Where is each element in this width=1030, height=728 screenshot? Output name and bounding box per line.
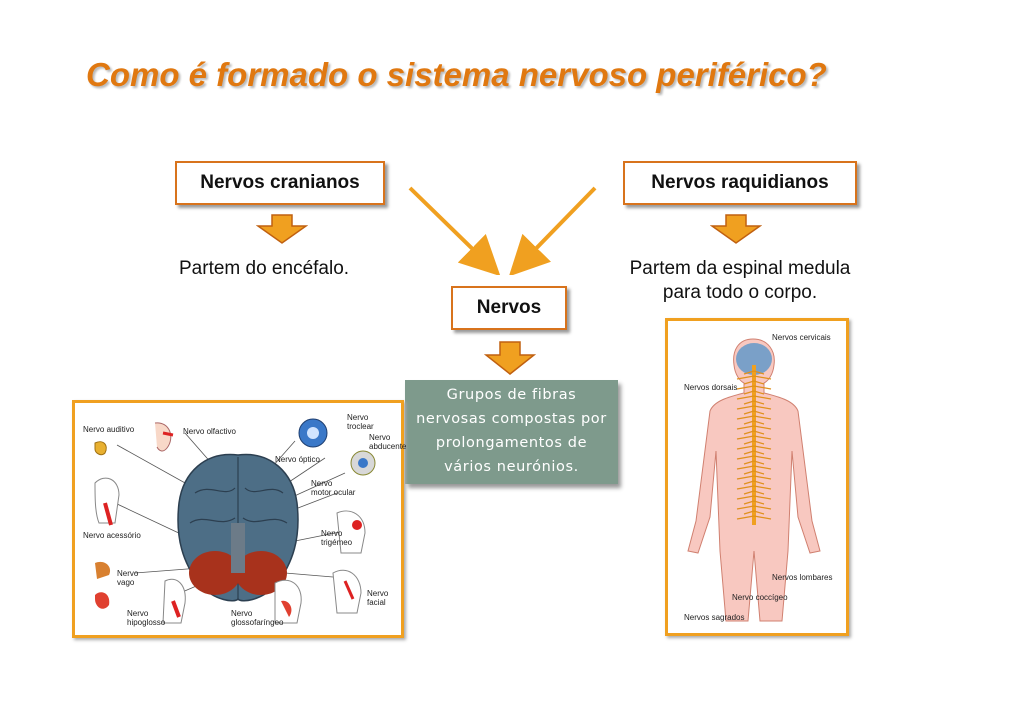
spinal-description: Partem da espinal medula para todo o cor… [629, 258, 851, 303]
nerves-definition: Grupos de fibras nervosas compostas por … [405, 380, 618, 484]
diagonal-arrow-icon [408, 186, 597, 275]
label-nervos-cervicais: Nervos cervicais [772, 333, 831, 342]
down-arrow-icon [484, 341, 536, 375]
down-arrow-icon [710, 214, 762, 244]
cranial-description: Partem do encéfalo. [179, 258, 350, 279]
label-nervo-coccigeo: Nervo coccígeo [732, 593, 788, 602]
down-arrow-icon [256, 214, 308, 244]
spinal-nerves-box: Nervos raquidianos [623, 161, 857, 205]
label-nervo-auditivo: Nervo auditivo [83, 425, 135, 434]
label-nervos-lombares: Nervos lombares [772, 573, 833, 582]
label-nervos-dorsais: Nervos dorsais [684, 383, 738, 392]
spinal-nerves-illustration: Nervos cervicais Nervos dorsais Nervos l… [665, 318, 849, 636]
label-nervo-acessorio: Nervo acessório [83, 531, 141, 540]
nerves-box: Nervos [451, 286, 567, 330]
brain-illustration [94, 418, 376, 624]
body-illustration [687, 338, 821, 622]
label-nervo-olfactivo: Nervo olfactivo [183, 427, 236, 436]
cranial-nerves-box: Nervos cranianos [175, 161, 385, 205]
label-nervos-sagrados: Nervos sagrados [684, 613, 745, 622]
label-nervo-optico: Nervo óptico [275, 455, 320, 464]
page-title: Como é formado o sistema nervoso perifér… [86, 56, 827, 93]
